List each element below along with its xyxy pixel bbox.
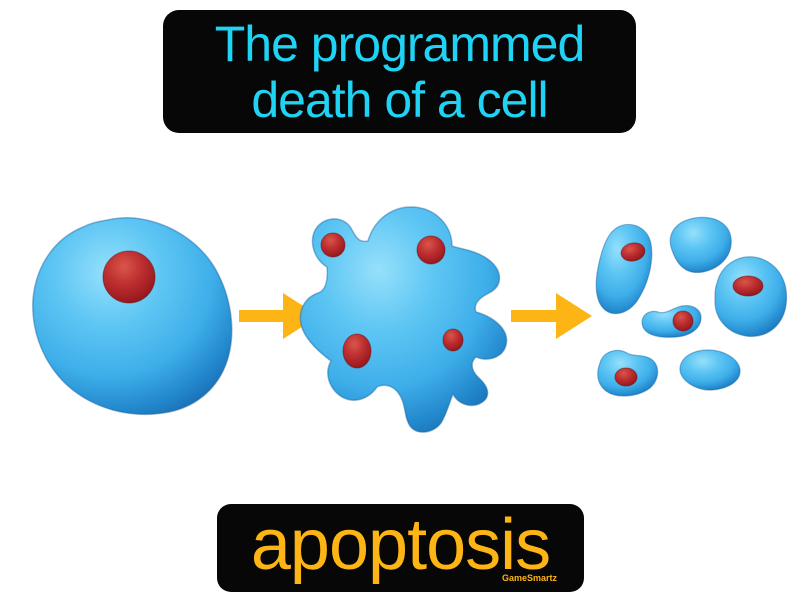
definition-line-1: The programmed <box>214 15 585 72</box>
nucleus-fragment-icon <box>732 275 764 297</box>
blebbing-cell-icon <box>299 206 508 433</box>
blebbing-cell-body <box>299 206 508 433</box>
apoptotic-bodies-icon <box>595 216 788 397</box>
nucleus-fragment-icon <box>620 242 646 262</box>
healthy-cell-body <box>32 217 233 416</box>
apoptotic-body <box>714 256 788 337</box>
term-banner: apoptosis GameSmartz <box>217 504 584 592</box>
healthy-cell-icon <box>32 217 233 416</box>
apoptotic-body <box>669 216 732 274</box>
arrow-right-icon-2 <box>511 293 592 339</box>
nucleus-fragment-icon <box>672 310 694 332</box>
term-label: apoptosis <box>250 505 551 585</box>
nucleus-fragment-icon <box>614 367 638 387</box>
nucleus-icon <box>102 250 156 304</box>
watermark-label: GameSmartz <box>501 573 557 583</box>
nucleus-fragment-icon <box>442 328 464 352</box>
nucleus-fragment-icon <box>342 333 372 369</box>
arrow-right-icon-1 <box>239 293 319 339</box>
definition-banner: The programmed death of a cell <box>163 10 636 133</box>
definition-line-2: death of a cell <box>251 71 548 128</box>
apoptotic-body <box>679 349 741 391</box>
nucleus-fragment-icon <box>416 235 446 265</box>
nucleus-fragment-icon <box>320 232 346 258</box>
apoptotic-body <box>595 223 653 315</box>
